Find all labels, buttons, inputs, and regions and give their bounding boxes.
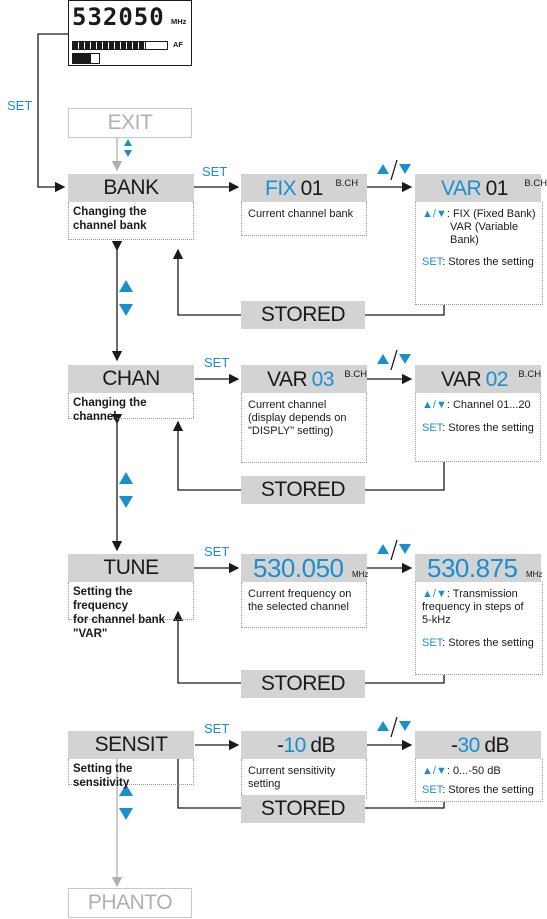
- sensit-new-body: ▲/▼: 0...-50 dB SET: Stores the setting: [415, 759, 543, 802]
- battery-icon: [72, 53, 100, 64]
- chan-new-value: 02: [485, 368, 509, 391]
- chan-current-display: VAR 03 B.CH: [241, 365, 367, 393]
- menu-bank[interactable]: BANK: [68, 174, 194, 202]
- rf-level-bar: [72, 41, 168, 50]
- bank-current-body: Current channel bank: [241, 202, 367, 236]
- menu-chan[interactable]: CHAN: [68, 365, 194, 393]
- arrows-label: ▲/▼: [422, 208, 447, 220]
- menu-phanto[interactable]: PHANTO: [68, 888, 192, 918]
- chan-new-tag: B.CH: [518, 369, 542, 380]
- set-label-bank: SET: [202, 164, 228, 179]
- bank-new-tag: B.CH: [524, 178, 547, 189]
- display-af-label: AF: [173, 40, 183, 49]
- bank-new-line2: VAR (Variable Bank): [450, 221, 519, 246]
- set-label-tune: SET: [204, 544, 230, 559]
- sensit-new-store: : Stores the setting: [442, 784, 534, 796]
- tune-current-unit: MHz: [351, 570, 369, 579]
- sensit-current-line2: setting: [248, 778, 281, 790]
- stored-sensit: STORED: [241, 795, 365, 823]
- sensit-current-line1: Current sensitivity: [248, 765, 336, 777]
- sensit-current-unit: dB: [310, 734, 335, 757]
- chan-current-line3: "DISPLY" setting): [248, 425, 334, 437]
- bank-new-display: VAR 01 B.CH: [415, 174, 547, 202]
- chan-current-tag: B.CH: [344, 369, 368, 380]
- bank-new-body: ▲/▼: FIX (Fixed Bank) VAR (Variable Bank…: [415, 202, 543, 305]
- bank-current-display: FIX 01 B.CH: [241, 174, 367, 202]
- sensit-current-prefix: -: [277, 734, 284, 757]
- chan-new-prefix: VAR: [441, 368, 482, 391]
- chan-current-line2: (display depends on: [248, 412, 347, 424]
- tune-current-display: 530.050 MHz: [241, 553, 369, 583]
- updown-icons: [119, 139, 133, 820]
- sensit-new-prefix: -: [451, 734, 458, 757]
- bank-description: Changing the channel bank: [68, 202, 194, 240]
- stored-bank: STORED: [241, 301, 365, 329]
- entry-line: [37, 33, 69, 193]
- menu-sensit[interactable]: SENSIT: [68, 731, 194, 759]
- tune-new-unit: MHz: [525, 570, 543, 579]
- stored-tune: STORED: [241, 670, 365, 698]
- tune-new-line1: : Transmission: [446, 588, 518, 600]
- tune-current-value: 530.050: [253, 553, 344, 583]
- arrows-label: ▲/▼: [422, 399, 447, 411]
- chan-new-line1: : Channel 01...20: [446, 399, 531, 411]
- menu-exit[interactable]: EXIT: [68, 108, 192, 138]
- stored-chan: STORED: [241, 476, 365, 504]
- menu-tune[interactable]: TUNE: [68, 554, 194, 582]
- set-label-chan: SET: [204, 355, 230, 370]
- sensit-new-value: 30: [457, 734, 481, 757]
- set-label-entry: SET: [7, 98, 33, 113]
- bank-current-value: 01: [300, 177, 324, 200]
- arrows-symbol-icons: [377, 159, 411, 738]
- chan-current-body: Current channel (display depends on "DIS…: [241, 393, 367, 463]
- chan-description: Changing the channel: [68, 393, 194, 423]
- arrows-label: ▲/▼: [422, 588, 447, 600]
- tune-current-line1: Current frequency on: [248, 588, 352, 600]
- set-inline: SET: [422, 637, 443, 649]
- bank-new-prefix: VAR: [441, 177, 482, 200]
- bank-current-text: Current channel bank: [248, 208, 354, 220]
- bank-new-line1: : FIX (Fixed Bank): [446, 208, 536, 220]
- tune-new-value: 530.875: [427, 553, 518, 583]
- tune-new-body: ▲/▼: Transmission frequency in steps of …: [415, 582, 543, 675]
- device-display: 532050 MHz AF: [68, 0, 192, 66]
- sensit-current-body: Current sensitivity setting: [241, 759, 367, 799]
- tune-new-display: 530.875 MHz: [415, 553, 543, 583]
- bank-current-prefix: FIX: [265, 177, 297, 200]
- tune-new-line2: frequency in steps of: [422, 601, 524, 613]
- chan-new-body: ▲/▼: Channel 01...20 SET: Stores the set…: [415, 393, 541, 462]
- display-frequency: 532050: [72, 3, 165, 31]
- tune-new-store: : Stores the setting: [442, 637, 534, 649]
- sensit-new-display: -30 dB: [415, 731, 541, 759]
- tune-new-line3: 5-kHz: [422, 614, 451, 626]
- tune-description: Setting the frequency for channel bank "…: [68, 582, 194, 640]
- sensit-new-line1: : 0...-50 dB: [446, 765, 501, 777]
- bank-new-value: 01: [485, 177, 509, 200]
- chan-current-line1: Current channel: [248, 399, 327, 411]
- set-inline: SET: [422, 256, 443, 268]
- sensit-current-value: 10: [283, 734, 307, 757]
- bank-current-tag: B.CH: [335, 178, 359, 189]
- tune-desc-line2: for channel bank "VAR": [73, 614, 166, 640]
- display-freq-unit: MHz: [171, 17, 187, 26]
- chan-current-prefix: VAR: [267, 368, 308, 391]
- arrows-label: ▲/▼: [422, 765, 447, 777]
- sensit-description: Setting the sensitivity: [68, 759, 194, 789]
- tune-desc-line1: Setting the frequency: [73, 586, 133, 612]
- tune-current-body: Current frequency on the selected channe…: [241, 582, 367, 628]
- chan-current-value: 03: [311, 368, 335, 391]
- set-inline: SET: [422, 784, 443, 796]
- sensit-new-unit: dB: [484, 734, 509, 757]
- chan-new-store: : Stores the setting: [442, 422, 534, 434]
- set-inline: SET: [422, 422, 443, 434]
- set-label-sensit: SET: [204, 721, 230, 736]
- sensit-current-display: -10 dB: [241, 731, 367, 759]
- chan-new-display: VAR 02 B.CH: [415, 365, 541, 393]
- bank-new-store: : Stores the setting: [442, 256, 534, 268]
- tune-current-line2: the selected channel: [248, 601, 349, 613]
